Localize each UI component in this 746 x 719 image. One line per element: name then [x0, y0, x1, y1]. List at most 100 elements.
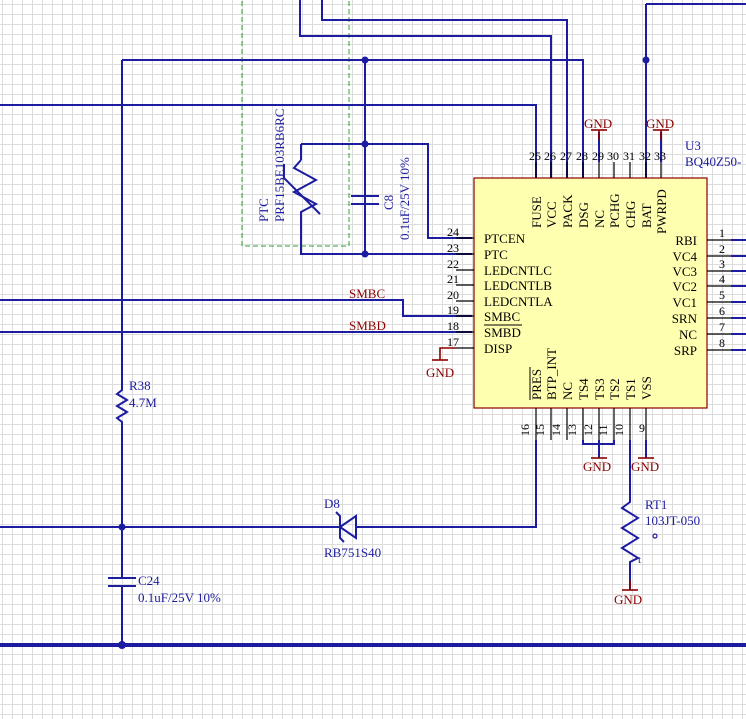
svg-text:VCC: VCC [544, 201, 559, 228]
svg-text:4: 4 [719, 272, 725, 286]
ic-left-pins [456, 237, 474, 349]
ic-right-pin-numbers: 1 2 3 4 5 6 7 8 [719, 226, 725, 350]
svg-text:30: 30 [607, 149, 619, 163]
svg-text:5: 5 [719, 288, 725, 302]
resistor-r38 [115, 378, 129, 428]
svg-text:3: 3 [719, 257, 725, 271]
svg-text:23: 23 [447, 241, 459, 255]
junction-dot [642, 56, 650, 64]
svg-text:29: 29 [592, 149, 604, 163]
wire-fuse [122, 59, 584, 178]
ic-left-pin-names: PTCEN PTC LEDCNTLC LEDCNTLB LEDCNTLA SMB… [484, 231, 553, 356]
svg-text:TS4: TS4 [576, 378, 591, 400]
svg-text:7: 7 [719, 320, 725, 334]
gnd-symbol [622, 580, 638, 591]
svg-text:VC1: VC1 [672, 295, 697, 310]
ic-right-pin-names: RBI VC4 VC3 VC2 VC1 SRN NC SRP [672, 233, 698, 358]
svg-text:6: 6 [719, 304, 725, 318]
svg-text:2: 2 [719, 242, 725, 256]
svg-text:13: 13 [565, 424, 579, 436]
svg-text:PACK: PACK [560, 194, 575, 228]
svg-text:19: 19 [447, 303, 459, 317]
junction-dot [361, 56, 369, 64]
ic-left-pin-numbers: 24 23 22 21 20 19 18 17 [447, 225, 459, 349]
junction-dot [361, 140, 369, 148]
c8-value: 0.1uF/25V 10% [397, 157, 412, 240]
svg-text:DSG: DSG [576, 202, 591, 228]
capacitor-c8 [351, 195, 379, 254]
svg-text:PTCEN: PTCEN [484, 231, 526, 246]
ic-top-pin-names: FUSE VCC PACK DSG NC PCHG CHG BAT PWRPD [529, 189, 669, 234]
wire-pres [372, 440, 537, 528]
ptc-part-number: PRF15BE103RB6RC [272, 109, 287, 222]
svg-text:15: 15 [533, 424, 547, 436]
rt1-part-number: 103JT-050 [645, 513, 700, 528]
svg-text:PRES: PRES [529, 369, 544, 400]
wire-smbc [0, 299, 472, 317]
ic-top-pins [535, 162, 662, 178]
svg-text:VC2: VC2 [672, 279, 697, 294]
svg-text:14: 14 [549, 424, 563, 436]
svg-text:VC4: VC4 [672, 249, 697, 264]
rt1-designator: RT1 [645, 497, 667, 512]
ic-bottom-pin-numbers: 16 15 14 13 12 11 10 9 [518, 421, 645, 436]
rt1-temp-marker: t [638, 554, 641, 566]
ptc-designator: PTC [256, 198, 271, 222]
svg-text:LEDCNTLC: LEDCNTLC [484, 263, 552, 278]
svg-text:LEDCNTLA: LEDCNTLA [484, 294, 553, 309]
svg-text:TS1: TS1 [623, 378, 638, 400]
thermistor-rt1 [620, 498, 658, 568]
wire-ptc-bottom [300, 238, 365, 255]
ic-right-pins [707, 239, 731, 351]
svg-text:LEDCNTLB: LEDCNTLB [484, 278, 552, 293]
svg-text:26: 26 [544, 149, 556, 163]
junction-dot [118, 523, 126, 531]
svg-text:1: 1 [719, 226, 725, 240]
net-label-smbd: SMBD [349, 318, 386, 333]
svg-text:9: 9 [639, 421, 645, 435]
svg-text:VC3: VC3 [672, 264, 697, 279]
wire-pack [321, 0, 568, 178]
ic-body[interactable] [473, 177, 708, 409]
gnd-label: GND [631, 459, 659, 474]
gnd-label: GND [614, 592, 642, 607]
svg-text:11: 11 [596, 424, 610, 436]
svg-text:VSS: VSS [639, 376, 654, 400]
ptc-component-outline [241, 0, 350, 247]
svg-text:RBI: RBI [675, 233, 697, 248]
ptc-resistor-symbol [283, 159, 321, 238]
r38-designator: R38 [129, 378, 151, 393]
gnd-symbol [653, 129, 669, 140]
svg-text:32: 32 [639, 149, 651, 163]
svg-text:28: 28 [576, 149, 588, 163]
svg-text:NC: NC [679, 327, 697, 342]
svg-text:25: 25 [529, 149, 541, 163]
gnd-symbol [591, 129, 607, 140]
capacitor-c24 [108, 577, 136, 587]
svg-text:12: 12 [581, 424, 595, 436]
svg-text:SRN: SRN [672, 311, 698, 326]
svg-text:17: 17 [447, 335, 459, 349]
svg-text:22: 22 [447, 257, 459, 271]
svg-text:18: 18 [447, 319, 459, 333]
svg-text:10: 10 [612, 424, 626, 436]
c24-designator: C24 [138, 573, 160, 588]
wire-vcc [299, 0, 552, 178]
svg-text:16: 16 [518, 424, 532, 436]
svg-text:PTC: PTC [484, 247, 508, 262]
gnd-label: GND [426, 365, 454, 380]
gnd-label: GND [583, 459, 611, 474]
svg-text:SRP: SRP [674, 343, 697, 358]
svg-text:8: 8 [719, 336, 725, 350]
svg-text:20: 20 [447, 288, 459, 302]
gnd-symbol [432, 347, 456, 361]
svg-text:FUSE: FUSE [529, 196, 544, 228]
svg-text:NC: NC [592, 210, 607, 228]
gnd-label: GND [646, 116, 674, 131]
svg-text:SMBC: SMBC [484, 309, 520, 324]
diode-d8 [334, 511, 372, 543]
d8-designator: D8 [324, 496, 340, 511]
ic-designator: U3 [685, 138, 701, 153]
